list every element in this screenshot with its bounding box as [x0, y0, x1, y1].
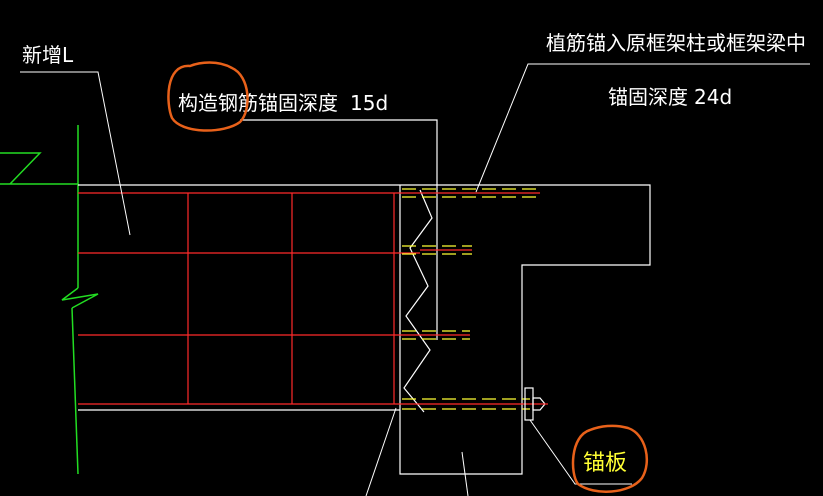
existing-frame-outline [399, 184, 651, 475]
break-line-frame [403, 189, 433, 413]
anchor-depth-bracket [240, 119, 438, 340]
break-line-symbol [61, 287, 99, 309]
leader-lines-group [20, 63, 810, 496]
label-anchor-depth: 锚固深度 [608, 85, 688, 109]
existing-column-line-bottom [71, 307, 79, 475]
leader-lower-1 [365, 407, 397, 496]
label-anchor-plate: 锚板 [583, 451, 627, 476]
anchor-plate-group [524, 387, 548, 421]
label-construct-anchor-value: 15d [350, 91, 388, 115]
label-construct-anchor: 构造钢筋锚固深度 [178, 91, 338, 115]
planted-rebar-group [402, 188, 540, 410]
leader-lower-2 [461, 451, 469, 496]
label-plant-into: 植筋锚入原框架柱或框架梁中 [546, 31, 806, 55]
leader-anchor-plate [529, 419, 632, 485]
elevation-triangle-icon [0, 152, 42, 185]
ground-line-group [0, 125, 99, 475]
beam-outline-group [78, 119, 651, 475]
label-anchor-depth-value: 24d [694, 85, 732, 109]
label-new-beam: 新增L [22, 43, 74, 67]
rebar-group [78, 192, 540, 405]
annotation-circle-anchor-plate [571, 424, 649, 493]
leader-plant-into [475, 63, 810, 193]
annotation-circle-construct [167, 61, 249, 132]
leader-new-beam [20, 71, 131, 236]
nut-icon [532, 397, 546, 411]
